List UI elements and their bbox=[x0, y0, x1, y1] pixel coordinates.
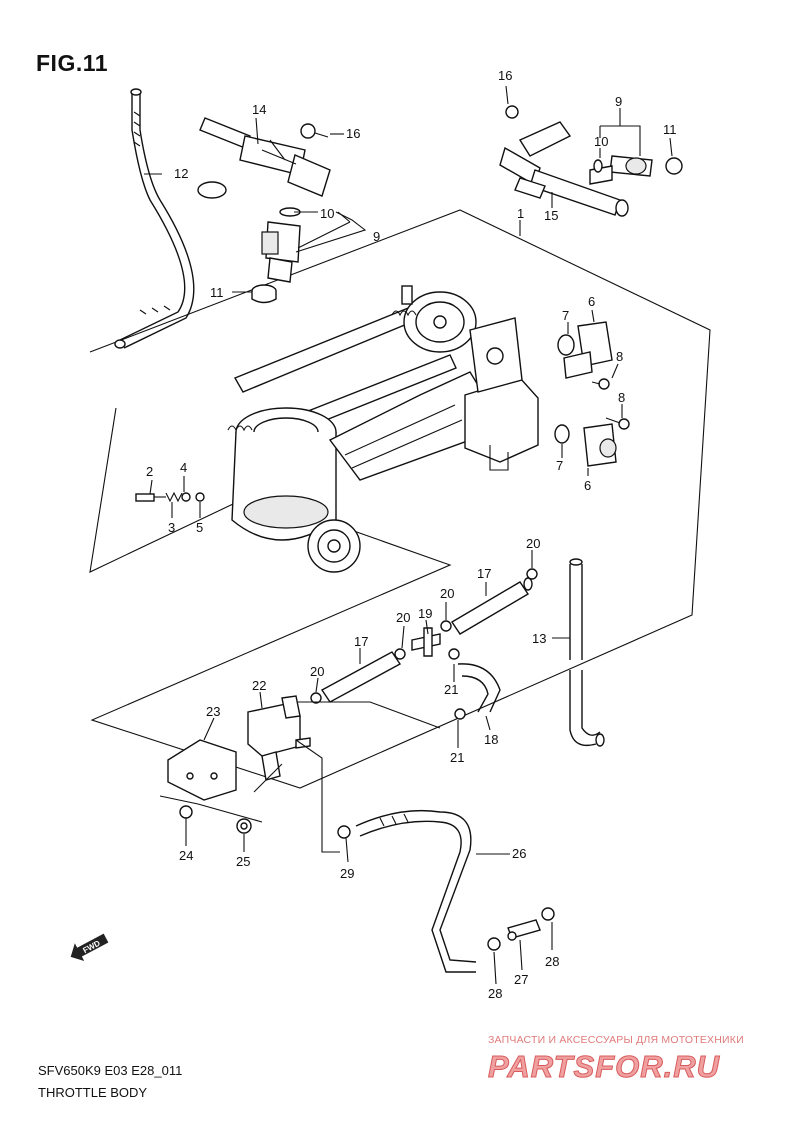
callout-15: 15 bbox=[544, 208, 558, 223]
callout-11-right: 11 bbox=[663, 122, 677, 137]
hose-13 bbox=[569, 558, 605, 747]
callout-16-upper: 16 bbox=[498, 68, 512, 83]
watermark-logo: PARTSFOR.RU bbox=[487, 1049, 721, 1085]
callout-9-right: 9 bbox=[615, 94, 622, 109]
vacuum-hose-12 bbox=[114, 88, 195, 349]
callout-12: 12 bbox=[174, 166, 188, 181]
callout-13: 13 bbox=[532, 631, 546, 646]
callout-17-upper: 17 bbox=[477, 566, 491, 581]
callout-5: 5 bbox=[196, 520, 203, 535]
callout-20-d: 20 bbox=[310, 664, 324, 679]
t-joint-19 bbox=[411, 627, 441, 657]
hose-18 bbox=[457, 663, 501, 713]
callout-10-left: 10 bbox=[320, 206, 334, 221]
hose-17-lower bbox=[320, 651, 402, 703]
callout-23: 23 bbox=[206, 704, 220, 719]
callout-24: 24 bbox=[179, 848, 193, 863]
fuel-pipe-15 bbox=[499, 105, 629, 217]
clamps-28 bbox=[487, 907, 555, 951]
callout-labels: 1 2 3 4 5 6 6 7 7 8 8 9 9 10 10 11 11 12… bbox=[146, 68, 677, 1001]
sensor-6-upper bbox=[557, 321, 613, 379]
callout-6-upper: 6 bbox=[588, 294, 595, 309]
callout-2: 2 bbox=[146, 464, 153, 479]
leader-lines bbox=[144, 85, 673, 985]
callout-18: 18 bbox=[484, 732, 498, 747]
callout-9-left: 9 bbox=[373, 229, 380, 244]
hose-26 bbox=[355, 809, 477, 973]
callout-17-lower: 17 bbox=[354, 634, 368, 649]
clamps-20-21 bbox=[310, 568, 538, 720]
callout-21-lower: 21 bbox=[450, 750, 464, 765]
screw-set-2-5 bbox=[135, 491, 205, 503]
clamp-29 bbox=[337, 825, 351, 839]
sensor-6-lower bbox=[554, 423, 617, 467]
screw-16-upper bbox=[300, 123, 329, 139]
joint-27 bbox=[507, 919, 541, 941]
callout-20-c: 20 bbox=[396, 610, 410, 625]
callout-11-left: 11 bbox=[210, 285, 224, 300]
hose-17-upper bbox=[451, 577, 533, 635]
callout-6-lower: 6 bbox=[584, 478, 591, 493]
model-code: SFV650K9 E03 E28_011 bbox=[38, 1063, 183, 1078]
callout-25: 25 bbox=[236, 854, 250, 869]
bolt-24 bbox=[179, 805, 193, 832]
callout-20-b: 20 bbox=[440, 586, 454, 601]
figure-title: FIG.11 bbox=[36, 50, 109, 76]
callout-8-lower: 8 bbox=[618, 390, 625, 405]
callout-27: 27 bbox=[514, 972, 528, 987]
injector-9-left bbox=[261, 207, 301, 283]
callout-19: 19 bbox=[418, 606, 432, 621]
watermark-tagline: ЗАПЧАСТИ И АКСЕССУАРЫ ДЛЯ МОТОТЕХНИКИ bbox=[488, 1034, 744, 1046]
callout-20-a: 20 bbox=[526, 536, 540, 551]
fuel-pipe-14 bbox=[197, 117, 331, 199]
callout-7-lower: 7 bbox=[556, 458, 563, 473]
callout-1: 1 bbox=[517, 206, 524, 221]
solenoid-valve-22 bbox=[247, 695, 311, 781]
callout-28-left: 28 bbox=[488, 986, 502, 1001]
bolt-8-lower bbox=[605, 417, 630, 430]
callout-7-upper: 7 bbox=[562, 308, 569, 323]
callout-8-upper: 8 bbox=[616, 349, 623, 364]
callout-16-lower: 16 bbox=[346, 126, 360, 141]
fwd-arrow-icon: FWD bbox=[70, 933, 109, 961]
bracket-23 bbox=[167, 739, 237, 801]
callout-28-right: 28 bbox=[545, 954, 559, 969]
callout-22: 22 bbox=[252, 678, 266, 693]
figure-subtitle: THROTTLE BODY bbox=[38, 1085, 148, 1100]
callout-29: 29 bbox=[340, 866, 354, 881]
nut-25 bbox=[236, 818, 252, 834]
callout-4: 4 bbox=[180, 460, 187, 475]
callout-14: 14 bbox=[252, 102, 266, 117]
injector-9-right bbox=[514, 155, 683, 199]
callout-10-right: 10 bbox=[594, 134, 608, 149]
callout-3: 3 bbox=[168, 520, 175, 535]
bolt-8-upper bbox=[591, 378, 610, 390]
callout-26: 26 bbox=[512, 846, 526, 861]
cushion-11-left bbox=[251, 284, 277, 304]
throttle-body-assembly bbox=[227, 285, 539, 573]
callout-21-upper: 21 bbox=[444, 682, 458, 697]
